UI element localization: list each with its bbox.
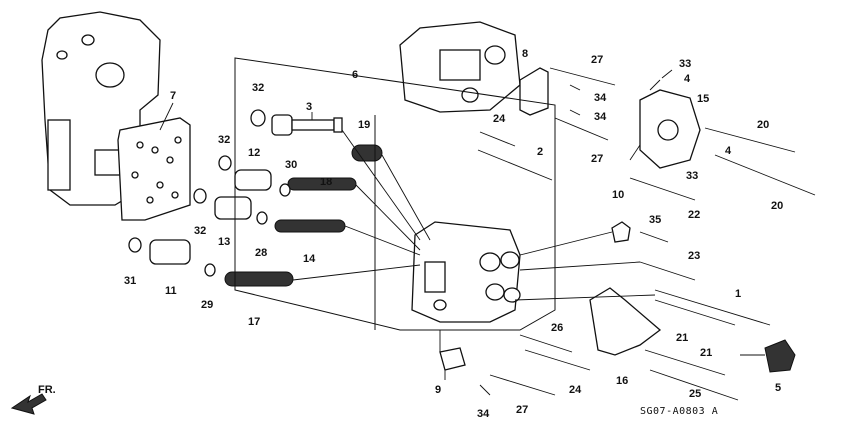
bolts	[477, 67, 816, 401]
callout-26: 26	[551, 322, 563, 334]
callout-28: 28	[255, 247, 267, 259]
callout-34: 34	[594, 92, 607, 104]
callout-27: 27	[591, 153, 603, 165]
callout-3: 3	[306, 101, 312, 113]
callout-12: 12	[248, 147, 260, 159]
callout-14: 14	[303, 253, 316, 265]
callout-6: 6	[352, 69, 358, 81]
assembly-outline	[234, 57, 556, 331]
callout-19: 19	[358, 119, 370, 131]
callout-33: 33	[679, 58, 691, 70]
callout-33: 33	[686, 170, 698, 182]
callout-32: 32	[252, 82, 264, 94]
bracket-10	[611, 221, 631, 243]
callout-35: 35	[649, 214, 661, 226]
upper-valve-body	[399, 21, 521, 113]
spool-valve	[271, 114, 343, 136]
callout-5: 5	[775, 382, 781, 394]
bracket-8	[519, 67, 549, 116]
callout-13: 13	[218, 236, 230, 248]
callout-15: 15	[697, 93, 709, 105]
callout-34: 34	[477, 408, 490, 420]
callout-7: 7	[170, 90, 176, 102]
callout-21: 21	[676, 332, 688, 344]
callout-9: 9	[435, 384, 441, 396]
callout-29: 29	[201, 299, 213, 311]
front-arrow-icon	[10, 393, 47, 415]
callout-17: 17	[248, 316, 260, 328]
callout-21: 21	[700, 347, 712, 359]
callout-31: 31	[124, 275, 136, 287]
callout-10: 10	[612, 189, 624, 201]
callout-24: 24	[493, 113, 506, 125]
bracket-16	[589, 287, 662, 356]
callout-34: 34	[594, 111, 607, 123]
front-direction-indicator: FR.	[10, 384, 56, 415]
callout-22: 22	[688, 209, 700, 221]
callout-30: 30	[285, 159, 297, 171]
callout-20: 20	[771, 200, 783, 212]
callout-32: 32	[218, 134, 230, 146]
callout-labels: 1 2 3 4 4 5 6 7 8 9 10 11 12 13 14 15 16…	[124, 48, 783, 420]
leader-lines	[159, 69, 765, 380]
o-rings	[128, 109, 291, 277]
callout-27: 27	[516, 404, 528, 416]
diagram-code: SG07-A0803 A	[640, 406, 718, 417]
front-direction-label: FR.	[38, 384, 56, 396]
callout-18: 18	[320, 176, 332, 188]
callout-25: 25	[689, 388, 701, 400]
secondary-valve-body	[639, 89, 701, 169]
callout-23: 23	[688, 250, 700, 262]
main-valve-body	[411, 221, 521, 323]
separator-plate	[117, 117, 191, 221]
bracket-9	[439, 347, 466, 371]
callout-16: 16	[616, 375, 628, 387]
springs	[224, 144, 383, 287]
callout-11: 11	[165, 285, 177, 297]
callout-4: 4	[684, 73, 691, 85]
callout-4: 4	[725, 145, 732, 157]
sleeves	[149, 169, 272, 265]
callout-32: 32	[194, 225, 206, 237]
callout-2: 2	[537, 146, 543, 158]
callout-20: 20	[757, 119, 769, 131]
callout-27: 27	[591, 54, 603, 66]
callout-1: 1	[735, 288, 741, 300]
callout-8: 8	[522, 48, 528, 60]
solenoid	[764, 339, 796, 373]
callout-24: 24	[569, 384, 582, 396]
